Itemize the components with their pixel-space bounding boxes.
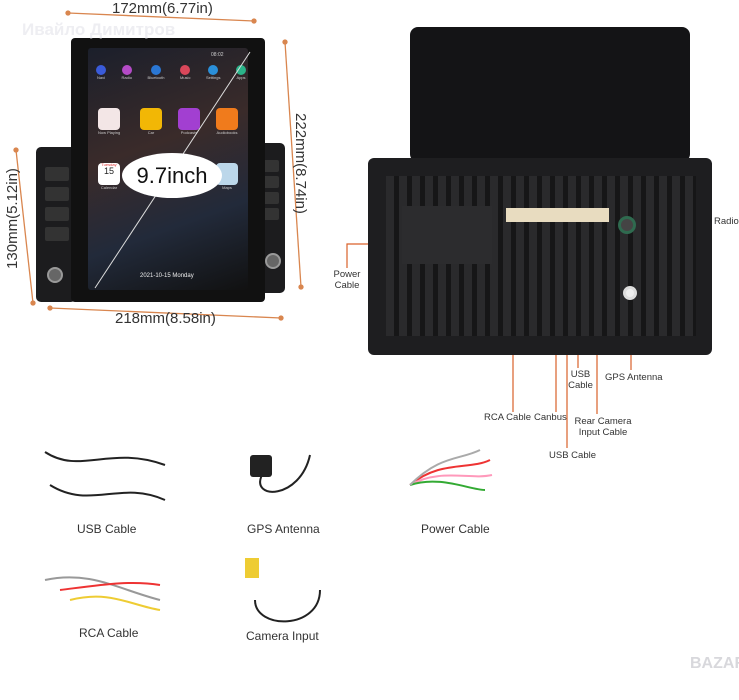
camera-rca-plug <box>245 558 259 578</box>
label-usb-cable-top: USB Cable <box>568 369 593 391</box>
accessory-power-cable: Power Cable <box>421 522 490 536</box>
label-power-cable: Power Cable <box>333 269 361 291</box>
mute-button[interactable] <box>263 192 279 204</box>
head-unit-body: 08:02 Navi Radio Bluetooth Music Setting… <box>71 38 265 302</box>
accessory-gps-antenna: GPS Antenna <box>247 522 320 536</box>
app-navi[interactable]: Navi <box>96 75 105 80</box>
rca-connector <box>506 208 552 222</box>
back-button[interactable] <box>45 207 69 221</box>
accessory-camera-input: Camera Input <box>246 629 319 643</box>
accessory-drawings <box>44 449 493 623</box>
usb-cable-2 <box>49 484 166 501</box>
rear-chassis <box>368 158 712 355</box>
date-bar: 2021-10-15 Monday <box>140 273 194 279</box>
tile-now-playing[interactable]: Now Playing <box>98 108 120 135</box>
dimension-bottom: 218mm(8.58in) <box>115 310 216 327</box>
app-apps[interactable]: Apps <box>236 75 246 80</box>
label-gps-antenna: GPS Antenna <box>605 372 663 383</box>
label-rear-camera: Rear Camera Input Cable <box>574 416 632 438</box>
accessory-usb-cable: USB Cable <box>77 522 137 536</box>
dimension-top: 172mm(6.77in) <box>112 0 213 17</box>
navi-button[interactable] <box>45 227 69 241</box>
usb-cable-1 <box>44 451 166 466</box>
app-music[interactable]: Music <box>180 75 191 80</box>
app-radio[interactable]: Radio <box>121 75 132 80</box>
tune-knob[interactable] <box>265 253 281 269</box>
next-button[interactable] <box>263 160 279 172</box>
camera-cable <box>254 589 321 623</box>
gps-cable <box>259 454 311 493</box>
tile-maps[interactable]: Maps <box>216 163 238 190</box>
brand-logo: BAZAR <box>690 655 739 672</box>
app-dock: Navi Radio Bluetooth Music Settings Apps <box>96 65 246 80</box>
tile-car[interactable]: Car <box>140 108 162 135</box>
watermark: Ивайло Димитров <box>22 20 176 39</box>
mode-button[interactable] <box>263 208 279 220</box>
radio-port <box>618 216 636 234</box>
tile-podcasts[interactable]: Podcasts <box>178 108 200 135</box>
app-bluetooth[interactable]: Bluetooth <box>147 75 165 80</box>
rear-screen-panel <box>410 27 690 162</box>
size-badge: 9.7inch <box>122 153 222 198</box>
volume-knob[interactable] <box>47 267 63 283</box>
clock: 08:02 <box>211 52 224 58</box>
label-usb-cable-bottom: USB Cable <box>549 450 596 461</box>
home-button[interactable] <box>45 187 69 201</box>
left-button-panel <box>36 147 76 302</box>
power-connector <box>402 206 492 264</box>
tile-audiobooks[interactable]: Audiobooks <box>216 108 238 135</box>
label-rca-cable: RCA Cable <box>484 412 531 423</box>
gps-antenna-block <box>250 455 272 477</box>
menu-button[interactable] <box>45 167 69 181</box>
label-canbus: Canbus <box>534 412 567 423</box>
label-radio: Radio <box>714 216 739 227</box>
prev-button[interactable] <box>263 176 279 188</box>
gps-port <box>623 286 637 300</box>
app-settings[interactable]: Settings <box>206 75 221 80</box>
multi-connectors <box>549 208 609 222</box>
accessory-rca-cable: RCA Cable <box>79 626 139 640</box>
